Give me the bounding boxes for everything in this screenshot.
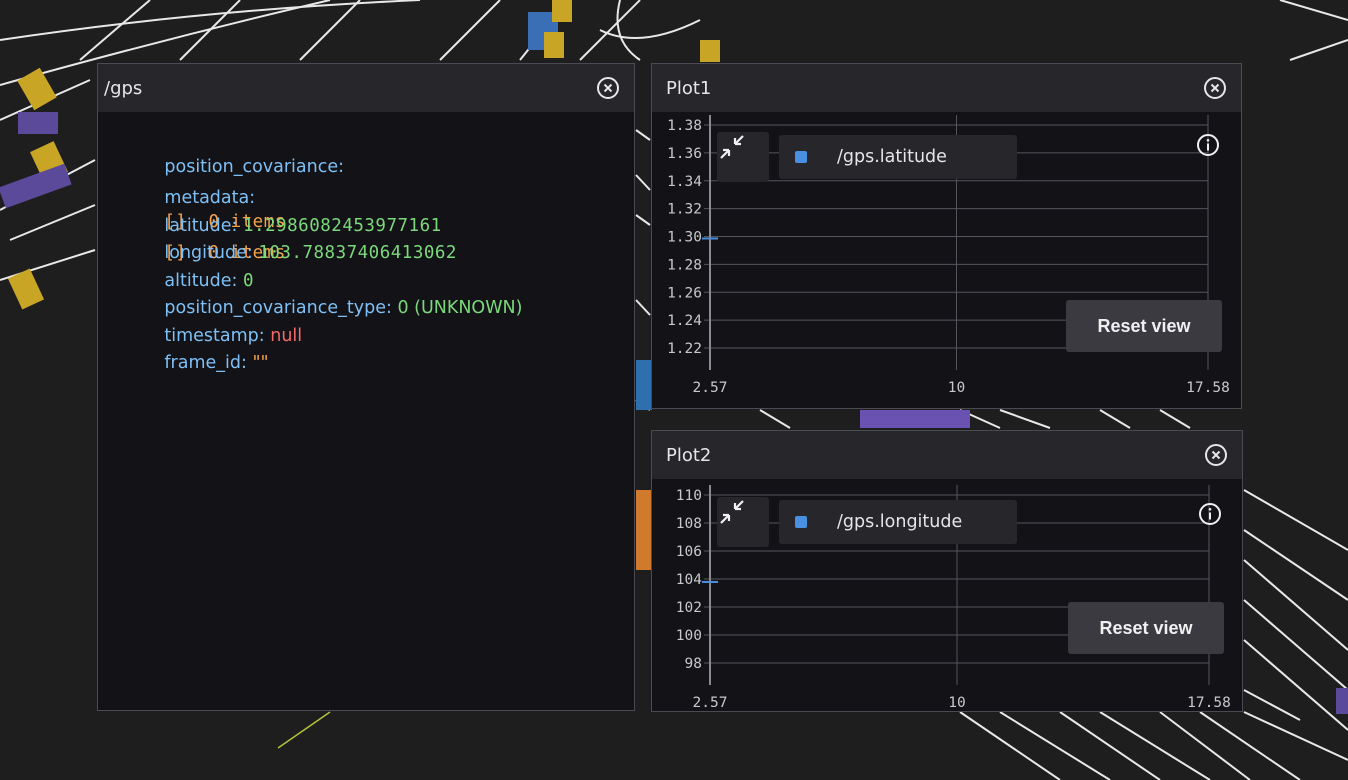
- collapse-arrows-icon: [720, 500, 744, 524]
- y-tick-label: 108: [676, 516, 702, 532]
- field-key: position_covariance:: [164, 156, 345, 177]
- y-tick-label: 104: [676, 572, 702, 588]
- y-tick-label: 1.28: [667, 257, 702, 273]
- x-tick-label: 17.58: [1186, 380, 1230, 396]
- y-tick-label: 110: [676, 488, 702, 504]
- y-tick-label: 1.32: [667, 202, 702, 218]
- y-tick-label: 1.22: [667, 341, 702, 357]
- field-longitude: longitude: 103.78837406413062: [131, 213, 634, 263]
- legend-label: /gps.longitude: [837, 512, 963, 532]
- field-value: [] 0 items: [164, 211, 286, 232]
- field-latitude: latitude: 1.2986082453977161: [131, 185, 634, 236]
- field-key: altitude:: [164, 270, 243, 291]
- field-position-covariance[interactable]: position_covariance: [] 0 items: [131, 126, 634, 232]
- plot2-title: Plot2: [666, 444, 712, 466]
- y-tick-label: 1.30: [667, 230, 702, 246]
- field-value: null: [270, 325, 303, 346]
- y-tick-label: 1.26: [667, 285, 702, 301]
- legend-label: /gps.latitude: [837, 147, 947, 167]
- y-tick-label: 106: [676, 544, 702, 560]
- field-value: 0: [243, 270, 255, 291]
- plot1-area[interactable]: 1.38 1.36 1.34 1.32 1.30 1.28 1.26 1.24 1.22 2.57…: [652, 112, 1241, 408]
- field-frame-id: frame_id: "": [131, 323, 634, 373]
- plot2-legend: /gps.longitude: [717, 497, 1017, 547]
- series-color-swatch: [795, 151, 807, 163]
- field-value: 0 (UNKNOWN): [397, 298, 523, 318]
- legend-collapse-button[interactable]: [717, 132, 769, 182]
- field-value: "": [252, 353, 269, 373]
- y-tick-label: 100: [676, 628, 702, 644]
- field-key: latitude:: [164, 215, 243, 236]
- x-tick-label: 2.57: [693, 380, 728, 396]
- legend-item-latitude[interactable]: /gps.latitude: [779, 135, 1017, 179]
- plot1-chart[interactable]: 1.38 1.36 1.34 1.32 1.30 1.28 1.26 1.24 1.22 2.57…: [652, 112, 1242, 409]
- field-altitude: altitude: 0: [131, 240, 634, 291]
- gps-panel-header: /gps: [98, 64, 634, 112]
- field-value: 103.78837406413062: [258, 243, 457, 263]
- close-icon[interactable]: [596, 76, 620, 100]
- field-timestamp: timestamp: null: [131, 295, 634, 346]
- plot2-panel: Plot2 110 108 106 104 102 100 98 2.57 10 17.58 /g…: [651, 430, 1243, 712]
- y-tick-label: 1.38: [667, 118, 702, 134]
- plot2-area[interactable]: 110 108 106 104 102 100 98 2.57 10 17.58 /gps.lon…: [652, 479, 1242, 711]
- gps-message-body: position_covariance: [] 0 items metadata…: [98, 112, 634, 374]
- reset-view-button[interactable]: Reset view: [1066, 300, 1222, 352]
- info-icon[interactable]: [1195, 132, 1221, 158]
- y-tick-label: 102: [676, 600, 702, 616]
- field-metadata[interactable]: metadata: [] 0 items: [131, 158, 634, 263]
- field-value: [] 0 items: [164, 243, 286, 263]
- field-key: frame_id:: [164, 353, 253, 373]
- close-icon[interactable]: [1204, 443, 1228, 467]
- close-icon[interactable]: [1203, 76, 1227, 100]
- field-key: metadata:: [164, 188, 256, 208]
- plot2-header: Plot2: [652, 431, 1242, 479]
- legend-collapse-button[interactable]: [717, 497, 769, 547]
- y-tick-label: 1.34: [667, 174, 702, 190]
- plot1-legend: /gps.latitude: [717, 132, 1017, 182]
- field-value: 1.2986082453977161: [243, 215, 442, 236]
- field-key: longitude:: [164, 243, 259, 263]
- series-color-swatch: [795, 516, 807, 528]
- gps-message-panel: /gps position_covariance: [] 0 items met…: [97, 63, 635, 711]
- plot1-title: Plot1: [666, 77, 712, 99]
- x-tick-label: 10: [948, 380, 965, 396]
- reset-view-button[interactable]: Reset view: [1068, 602, 1224, 654]
- x-tick-label: 17.58: [1187, 695, 1231, 711]
- x-tick-label: 2.57: [693, 695, 728, 711]
- y-tick-label: 98: [685, 656, 702, 672]
- y-tick-label: 1.36: [667, 146, 702, 162]
- legend-item-longitude[interactable]: /gps.longitude: [779, 500, 1017, 544]
- field-position-covariance-type: position_covariance_type: 0 (UNKNOWN): [131, 268, 634, 318]
- info-icon[interactable]: [1197, 501, 1223, 527]
- plot1-header: Plot1: [652, 64, 1241, 112]
- collapse-arrows-icon: [720, 135, 744, 159]
- x-tick-label: 10: [948, 695, 965, 711]
- y-tick-label: 1.24: [667, 313, 702, 329]
- field-key: timestamp:: [164, 325, 271, 346]
- gps-panel-title: /gps: [104, 77, 143, 99]
- field-key: position_covariance_type:: [164, 298, 398, 318]
